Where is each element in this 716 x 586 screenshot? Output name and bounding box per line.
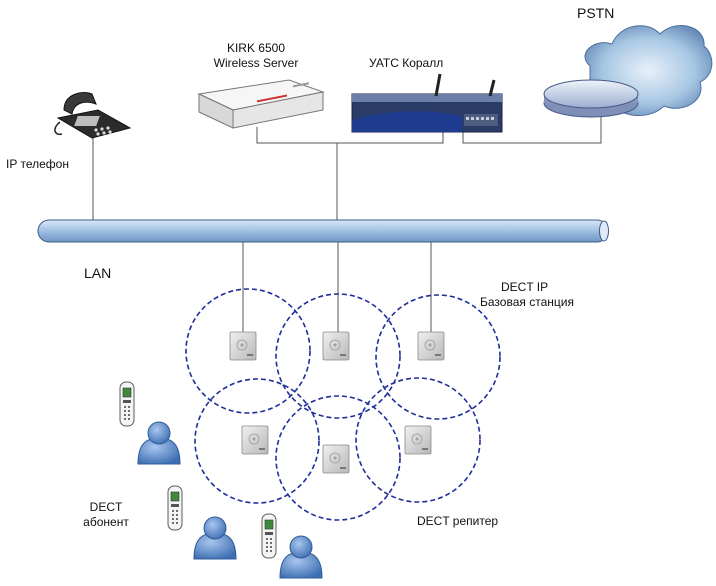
coverage-ring [375, 294, 501, 420]
pbx-label: УАТС Коралл [369, 56, 444, 70]
lan-label: LAN [84, 265, 112, 281]
kirk-server-label-line2: Wireless Server [213, 56, 299, 70]
coverage-ring [185, 288, 311, 414]
dect-repeater-label: DECT репитер [417, 514, 499, 528]
coverage-ring [355, 377, 481, 503]
coverage-ring [275, 395, 401, 521]
handset-icon [119, 381, 135, 427]
ip-phone-label: IP телефон [6, 157, 69, 171]
base-station-icon [241, 425, 269, 455]
coverage-ring [194, 378, 320, 504]
handset-icon [167, 485, 183, 531]
ip-phone-icon [54, 92, 132, 139]
coverage-rings [185, 288, 501, 521]
server-icon [197, 79, 325, 129]
pbx-icon [351, 73, 503, 133]
dect-ip-label: DECT IP Базовая станция [480, 280, 574, 310]
dect-ip-label-line1: DECT IP [501, 280, 549, 294]
base-station-icon [322, 331, 350, 361]
dect-ip-label-line2: Базовая станция [480, 295, 574, 309]
pstn-switch-icon [543, 79, 639, 118]
person-icon [137, 421, 181, 465]
handset-icon [261, 513, 277, 559]
lan-pipe [37, 219, 609, 243]
dect-subscriber-label-line2: абонент [83, 515, 129, 529]
kirk-server-label-line1: KIRK 6500 [226, 41, 286, 55]
person-icon [193, 516, 237, 560]
pstn-label: PSTN [577, 5, 615, 21]
coverage-ring [275, 293, 401, 419]
base-station-icon [404, 425, 432, 455]
base-station-icon [417, 331, 445, 361]
wires [92, 112, 602, 332]
kirk-server-label: KIRK 6500 Wireless Server [196, 41, 316, 71]
base-station-icon [322, 444, 350, 474]
person-icon [279, 535, 323, 579]
dect-subscriber-label-line1: DECT [89, 500, 123, 514]
dect-subscriber-label: DECT абонент [76, 500, 136, 530]
base-station-icon [229, 331, 257, 361]
